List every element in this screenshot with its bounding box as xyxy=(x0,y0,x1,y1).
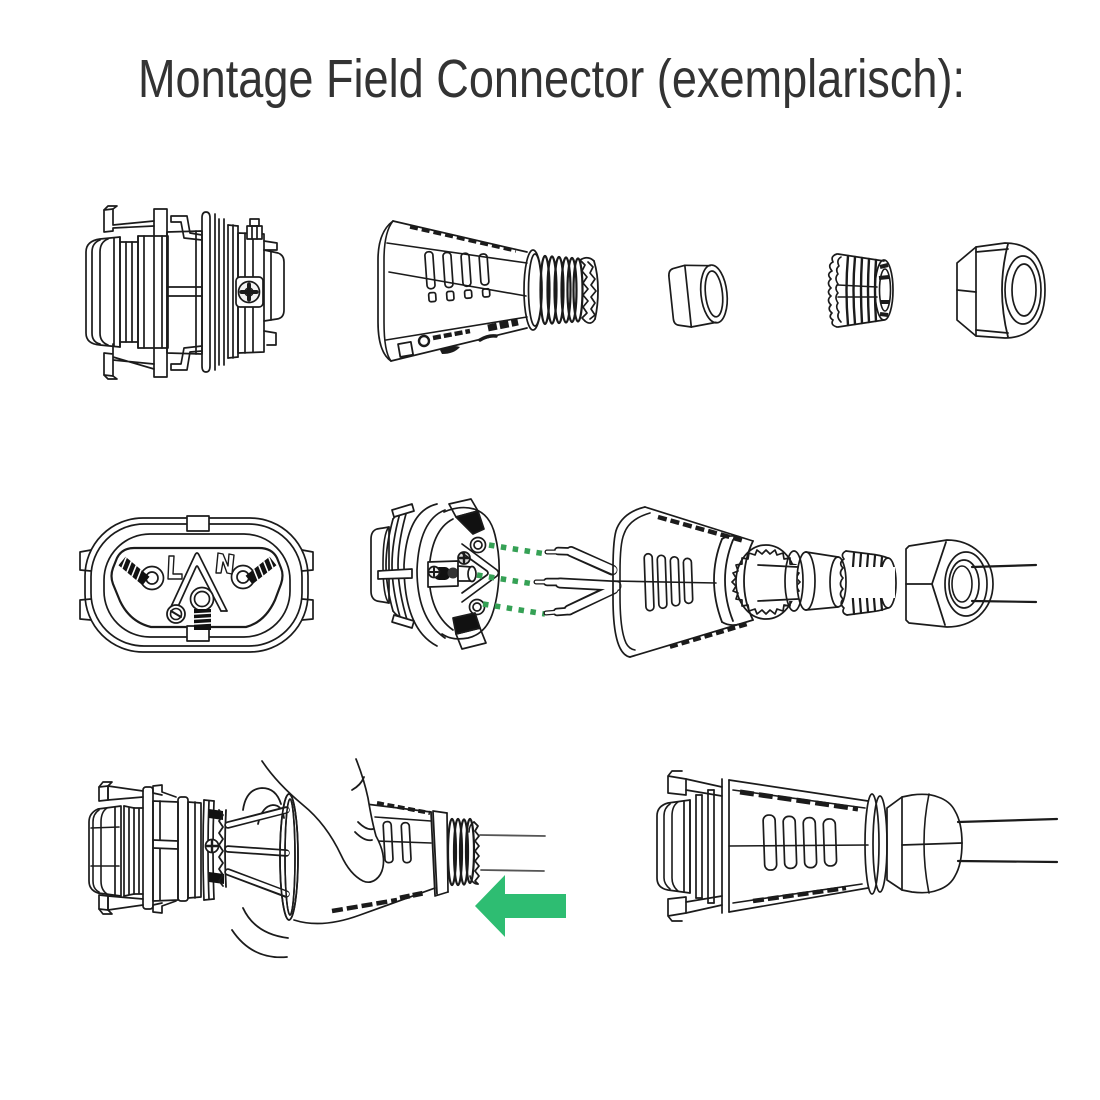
svg-text:Montage Field Connector (exemp: Montage Field Connector (exemplarisch): xyxy=(138,49,965,109)
